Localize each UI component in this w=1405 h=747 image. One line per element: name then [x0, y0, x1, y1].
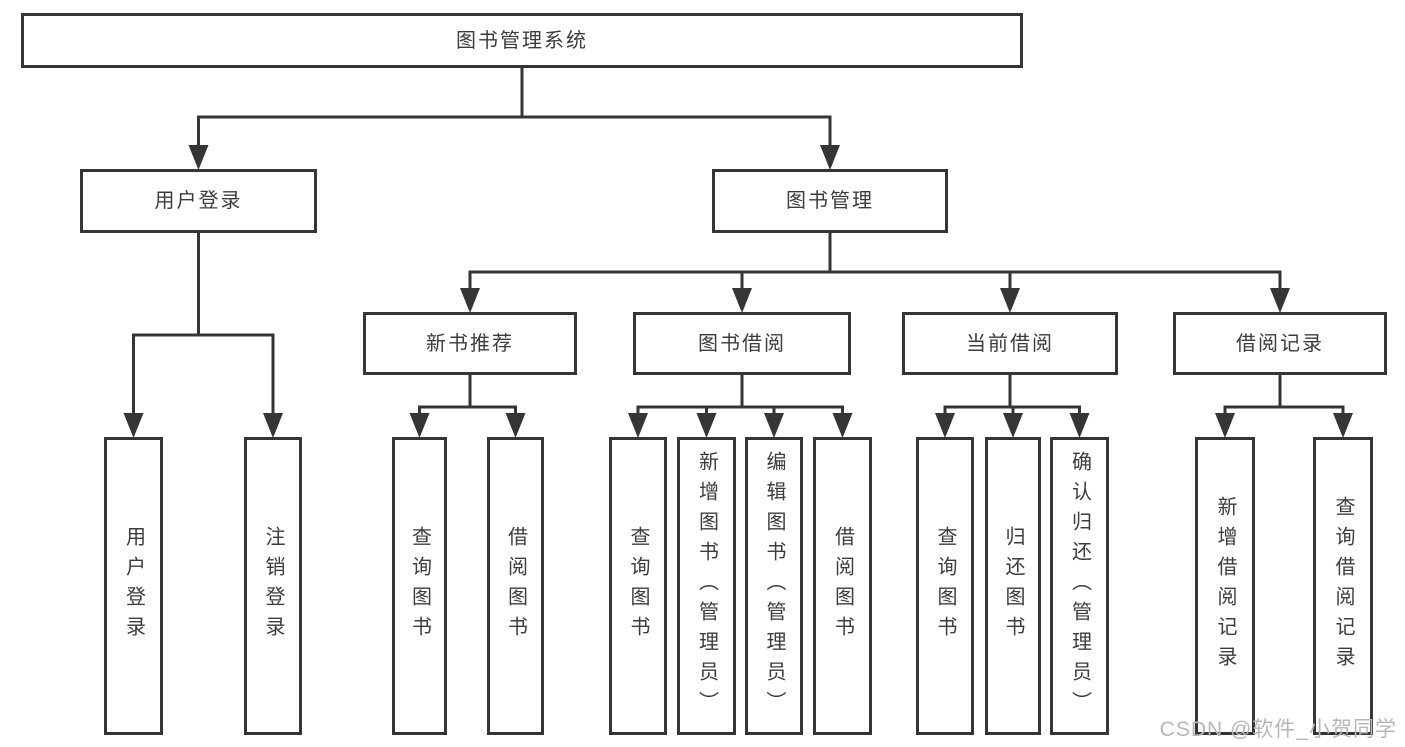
node-book-borrowing: 图书借阅: [633, 312, 851, 375]
node-current-borrowing: 当前借阅: [902, 312, 1118, 375]
node-label: 新书推荐: [426, 332, 514, 355]
node-label: 用户登录: [154, 190, 243, 212]
node-label: 当前借阅: [966, 332, 1054, 355]
arrowhead-down-icon: [1270, 288, 1290, 313]
arrowhead-down-icon: [764, 413, 784, 438]
node-label: 归还图书: [1002, 526, 1024, 646]
node-book-management-module: 图书管理: [712, 169, 948, 233]
node-label: 注销登录: [262, 526, 284, 646]
node-label: 新增图书（管理员）: [695, 451, 718, 721]
node-bb-query-books: 查询图书: [609, 437, 667, 735]
arrowhead-down-icon: [188, 145, 209, 170]
arrowhead-down-icon: [832, 413, 853, 438]
node-borrowing-records: 借阅记录: [1173, 312, 1387, 375]
node-user-login-module: 用户登录: [80, 169, 317, 233]
node-cb-return-books: 归还图书: [985, 437, 1041, 735]
node-bb-borrow-books: 借阅图书: [813, 437, 872, 735]
node-label: 借阅记录: [1236, 332, 1324, 355]
node-cb-confirm-return: 确认归还（管理员）: [1050, 437, 1109, 735]
arrowhead-down-icon: [820, 145, 840, 170]
node-br-query-record: 查询借阅记录: [1313, 437, 1373, 735]
node-label: 查询图书: [627, 526, 649, 646]
connector-path: [132, 66, 1345, 418]
arrowhead-down-icon: [1215, 413, 1235, 438]
node-label: 查询图书: [408, 526, 431, 646]
node-bb-edit-books: 编辑图书（管理员）: [745, 437, 803, 735]
node-system-root: 图书管理系统: [21, 13, 1023, 68]
node-new-book-recommend: 新书推荐: [363, 312, 577, 375]
node-label: 图书管理: [786, 190, 874, 212]
arrowhead-down-icon: [628, 413, 648, 438]
node-bb-add-books: 新增图书（管理员）: [677, 437, 736, 735]
node-label: 查询图书: [934, 526, 956, 646]
node-label: 图书借阅: [698, 332, 786, 355]
node-label: 用户登录: [122, 526, 145, 646]
node-nbr-query-books: 查询图书: [392, 437, 447, 735]
arrowhead-down-icon: [409, 413, 430, 438]
node-label: 编辑图书（管理员）: [763, 451, 785, 721]
node-cb-query-books: 查询图书: [916, 437, 974, 735]
node-label: 确认归还（管理员）: [1068, 451, 1091, 721]
arrowhead-down-icon: [696, 413, 717, 438]
arrowhead-down-icon: [505, 413, 526, 438]
node-label: 新增借阅记录: [1214, 496, 1236, 676]
arrowhead-down-icon: [263, 413, 283, 438]
arrowhead-down-icon: [123, 413, 144, 438]
csdn-watermark: CSDN @软件_小贺同学: [1159, 718, 1397, 741]
node-br-add-record: 新增借阅记录: [1195, 437, 1255, 735]
node-label: 借阅图书: [831, 526, 854, 646]
arrowhead-down-icon: [1069, 413, 1090, 438]
node-label: 借阅图书: [504, 526, 527, 646]
arrowhead-down-icon: [935, 413, 955, 438]
arrowhead-down-icon: [1003, 413, 1023, 438]
arrowhead-down-icon: [1333, 413, 1353, 438]
node-label: 图书管理系统: [456, 29, 588, 52]
node-leaf-user-login: 用户登录: [104, 437, 163, 735]
node-nbr-borrow-books: 借阅图书: [487, 437, 544, 735]
arrowhead-down-icon: [1000, 288, 1020, 313]
arrowhead-down-icon: [732, 288, 752, 313]
arrowhead-down-icon: [460, 288, 480, 313]
node-leaf-logout: 注销登录: [244, 437, 302, 735]
node-label: 查询借阅记录: [1332, 496, 1354, 676]
